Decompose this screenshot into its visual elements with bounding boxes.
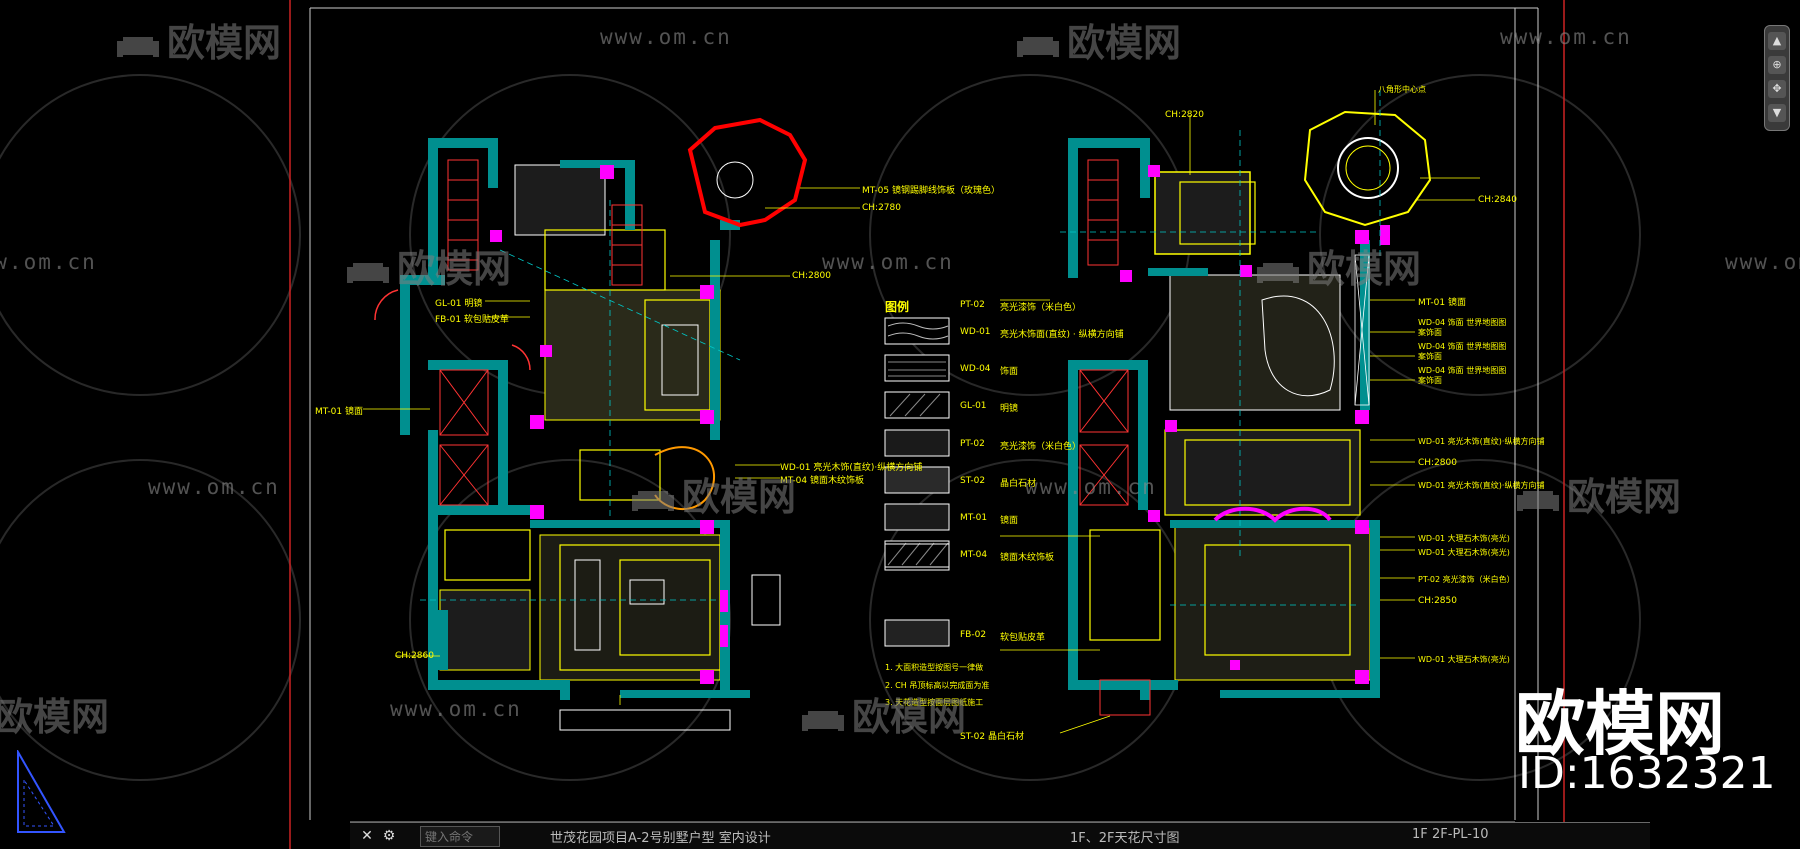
legend-item: WD-01 <box>960 327 991 337</box>
legend-item: MT-04 <box>960 550 988 560</box>
plan1-label: MT-04 镜面木纹饰板 <box>780 476 864 486</box>
legend-note: 3. 天花造型按面层图纸施工 <box>885 698 984 707</box>
sofa-icon <box>1257 262 1299 283</box>
legend-item-desc: 明镜 <box>1000 404 1019 414</box>
legend-item-desc: 软包贴皮革 <box>1000 633 1046 643</box>
plan2-label: WD-01 亮光木饰(直纹)·纵横方向铺 <box>1418 437 1545 446</box>
plan2-label: CH:2840 <box>1478 195 1517 205</box>
plan2-label: WD-04 饰面 世界地图图案饰面 <box>1418 366 1507 385</box>
watermark-logo: 欧模网 <box>1015 12 1181 67</box>
watermark-url: www.om.cn <box>1725 250 1800 274</box>
pan-down-icon[interactable]: ▼ <box>1768 104 1786 122</box>
legend-item-desc: 镜面 <box>1000 516 1019 526</box>
legend-item: PT-02 <box>960 300 985 310</box>
watermark-logo: 欧模网 <box>0 695 110 739</box>
watermark-url: www.om.cn <box>148 475 280 499</box>
watermark-logo: 欧模网 <box>1255 238 1421 293</box>
titleblock-project: 世茂花园项目A-2号别墅户型 室内设计 <box>550 831 771 846</box>
plan2-label: CH:2850 <box>1418 596 1457 606</box>
plan2-label: PT-02 亮光漆饰（米白色） <box>1418 575 1515 584</box>
inner-frame <box>309 7 1539 820</box>
plan2-label: WD-04 饰面 世界地图图案饰面 <box>1418 318 1507 337</box>
sheet-border <box>289 0 1565 849</box>
titleblock-drawing-no: 2F-PL-10 <box>1432 827 1489 842</box>
navigation-bar[interactable]: ▲ ⊕ ✥ ▼ <box>1764 25 1790 131</box>
legend-item: WD-04 <box>960 364 991 374</box>
plan1-label: MT-01 镜面 <box>315 407 363 417</box>
titleblock-drawing-name: 1F、2F天花尺寸图 <box>1070 831 1180 846</box>
plan2-label: MT-01 镜面 <box>1418 298 1466 308</box>
model-id: ID:1632321 <box>1518 748 1776 799</box>
plan2-label: 八角形中心点 <box>1378 85 1426 94</box>
watermark-url: www.om.cn <box>600 25 732 49</box>
legend-item-desc: 镜面木纹饰板 <box>1000 553 1055 563</box>
pan-icon[interactable]: ✥ <box>1768 80 1786 98</box>
command-line[interactable]: ✕ ⚙ 世茂花园项目A-2号别墅户型 室内设计 1F、2F天花尺寸图 1F 2F… <box>350 822 1650 849</box>
plan1-label: WD-01 亮光木饰(直纹)·纵横方向铺 <box>780 463 923 473</box>
legend-item: FB-02 <box>960 630 987 640</box>
legend-note: 2. CH 吊顶标高以完成面为准 <box>885 681 990 690</box>
plan-2F <box>1060 90 1432 716</box>
command-input[interactable] <box>420 826 500 847</box>
watermark-url: www.om.cn <box>822 250 954 274</box>
pan-up-icon[interactable]: ▲ <box>1768 32 1786 50</box>
close-icon[interactable]: ✕ <box>361 828 373 844</box>
plan1-label: CH:2800 <box>792 271 831 281</box>
watermark-url: www.om.cn <box>1025 475 1157 499</box>
legend-swatches <box>884 317 950 647</box>
legend-item-desc: 亮光木饰面(直纹) · 纵横方向铺 <box>1000 330 1124 340</box>
brand-watermark: 欧模网 <box>1515 683 1725 765</box>
sofa-icon <box>347 262 389 283</box>
watermark-url: www.om.cn <box>0 250 97 274</box>
plan2-label: WD-01 亮光木饰(直纹)·纵横方向铺 <box>1418 481 1545 490</box>
sofa-icon <box>1017 36 1059 57</box>
zoom-icon[interactable]: ⊕ <box>1768 56 1786 74</box>
wrench-icon[interactable]: ⚙ <box>382 828 396 844</box>
legend-item-desc: 亮光漆饰（米白色） <box>1000 442 1082 452</box>
sofa-icon <box>632 490 674 511</box>
legend-item: PT-02 <box>960 439 985 449</box>
watermark-logo: 欧模网 <box>115 12 281 67</box>
plan2-label: WD-01 大理石木饰(亮光) <box>1418 534 1510 543</box>
legend-item-desc: 亮光漆饰（米白色） <box>1000 303 1082 313</box>
plan1-label: MT-05 镜钢踢脚线饰板（玫瑰色） <box>862 186 1000 196</box>
leaders-plan2 <box>1000 90 1480 734</box>
watermark-logo: 欧模网 <box>630 466 796 521</box>
watermark-circles <box>0 74 1641 781</box>
sofa-icon <box>117 36 159 57</box>
sofa-icon <box>1517 490 1559 511</box>
legend-item: ST-02 <box>960 476 986 486</box>
plan2-label: CH:2800 <box>1418 458 1457 468</box>
legend-title: 图例 <box>885 300 910 314</box>
watermark-logo: 欧模网 <box>800 686 966 741</box>
watermark-url: www.om.cn <box>390 697 522 721</box>
leaders-plan1 <box>363 187 860 705</box>
ucs-axis-icon <box>17 750 66 833</box>
legend-note: 1. 大面积造型按图号一律做 <box>885 663 984 672</box>
plan2-label: WD-01 大理石木饰(亮光) <box>1418 655 1510 664</box>
plan1-label: CH:2860 <box>395 651 434 661</box>
plan2-label: WD-01 大理石木饰(亮光) <box>1418 548 1510 557</box>
stair-1F <box>447 159 643 286</box>
plan2-label: ST-02 晶白石材 <box>960 732 1024 742</box>
sofa-icon <box>802 710 844 731</box>
watermark-logo: 欧模网 <box>1515 466 1681 521</box>
legend-item-desc: 晶白石材 <box>1000 479 1037 489</box>
titleblock-floor: 1F <box>1412 827 1428 842</box>
plan-1F <box>374 117 808 731</box>
plan1-label: GL-01 明镜 <box>435 299 483 309</box>
watermark-url: www.om.cn <box>1500 25 1632 49</box>
plan1-label: CH:2780 <box>862 203 901 213</box>
plan2-label: CH:2820 <box>1165 110 1204 120</box>
legend-item: GL-01 <box>960 401 987 411</box>
legend-item: MT-01 <box>960 513 988 523</box>
plan1-label: FB-01 软包贴皮革 <box>435 315 509 325</box>
plan2-label: WD-04 饰面 世界地图图案饰面 <box>1418 342 1507 361</box>
legend-item-desc: 饰面 <box>1000 367 1019 377</box>
watermark-logo: 欧模网 <box>345 238 511 293</box>
